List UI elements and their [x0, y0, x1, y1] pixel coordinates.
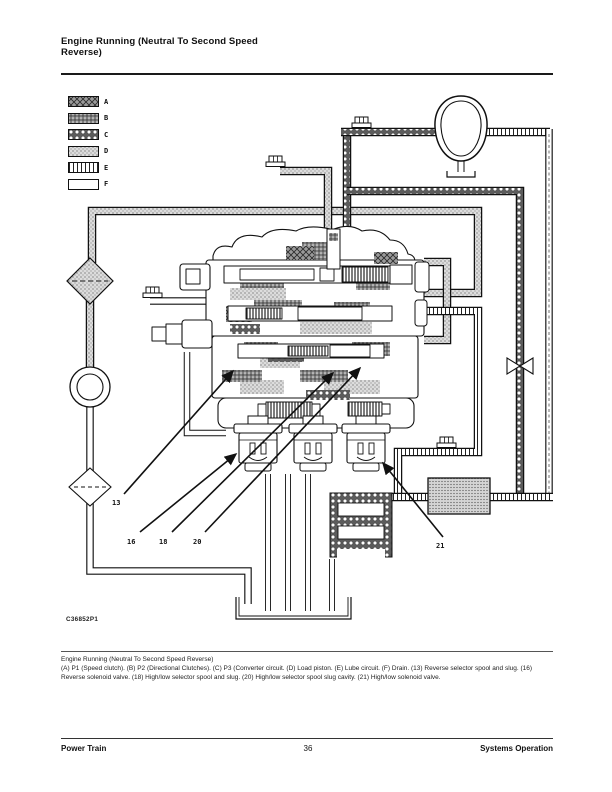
- oil-filter-icon: [66, 257, 114, 305]
- callout-16-arrow: [139, 452, 238, 533]
- legend-row-b: B: [68, 112, 109, 124]
- legend-label-f: F: [104, 180, 109, 188]
- legend-label-e: E: [104, 163, 109, 172]
- high-low-solenoid-valve: [341, 415, 391, 472]
- caption-body: (A) P1 (Speed clutch). (B) P2 (Direction…: [61, 665, 533, 681]
- oil-sump: [235, 597, 352, 620]
- pattern-legend: A B C D E F: [68, 96, 108, 190]
- footer-rule: [61, 738, 553, 740]
- oil-cooler: [427, 477, 491, 515]
- figure-photo-id: C36852P1: [66, 616, 98, 623]
- fitting-icon: [351, 116, 372, 128]
- legend-row-d: D: [68, 145, 109, 157]
- legend-row-e: E: [68, 162, 108, 173]
- callout-arrows: [123, 366, 444, 538]
- callout-label-21: 21: [436, 542, 444, 550]
- legend-swatch-b-icon: [68, 112, 99, 124]
- legend-swatch-e-icon: [68, 162, 99, 173]
- lower-manifold: [329, 492, 393, 558]
- callout-label-13: 13: [112, 499, 120, 507]
- footer-section-left: Power Train: [61, 744, 107, 753]
- caption-title: Engine Running (Neutral To Second Speed …: [61, 656, 214, 663]
- shutoff-valve-icon: [506, 357, 534, 375]
- footer-section-right: Systems Operation: [480, 744, 553, 753]
- legend-swatch-d-icon: [68, 145, 99, 157]
- legend-row-f: F: [68, 178, 109, 190]
- callout-label-20: 20: [193, 538, 201, 546]
- fitting-icon: [142, 286, 163, 298]
- torque-converter-icon: [434, 95, 488, 178]
- pump-icon: [69, 366, 111, 408]
- legend-label-b: B: [104, 114, 109, 122]
- legend-swatch-f-icon: [68, 178, 99, 190]
- legend-row-a: A: [68, 96, 108, 107]
- valve-spools-and-springs: [223, 228, 413, 419]
- legend-label-d: D: [104, 147, 109, 155]
- legend-swatch-a-icon: [68, 96, 99, 107]
- second-solenoid-valve: [288, 415, 338, 472]
- callout-labels: 13 16 18 20 21: [112, 499, 444, 550]
- callout-label-16: 16: [127, 538, 135, 546]
- callout-21-arrow: [381, 461, 444, 538]
- callout-13-arrow: [123, 369, 235, 495]
- legend-label-a: A: [104, 97, 109, 106]
- transmission-control-valve-body: [151, 225, 430, 429]
- figure-caption: Engine Running (Neutral To Second Speed …: [61, 655, 555, 682]
- fitting-icon: [436, 436, 457, 448]
- page-title-line2: Reverse): [61, 47, 102, 58]
- title-rule: [61, 73, 553, 75]
- callout-label-18: 18: [159, 538, 167, 546]
- legend-row-c: C: [68, 129, 108, 140]
- callout-18-arrow: [171, 371, 335, 533]
- legend-swatch-c-icon: [68, 129, 99, 140]
- suction-screen-icon: [68, 467, 112, 507]
- fitting-icon: [265, 155, 286, 167]
- footer-page-number: 36: [303, 744, 313, 753]
- caption-rule: [61, 651, 553, 652]
- legend-label-c: C: [104, 130, 109, 139]
- page-title: Engine Running (Neutral To Second Speed …: [61, 36, 361, 58]
- page-title-line1: Engine Running (Neutral To Second Speed: [61, 36, 258, 47]
- callout-20-arrow: [204, 366, 362, 533]
